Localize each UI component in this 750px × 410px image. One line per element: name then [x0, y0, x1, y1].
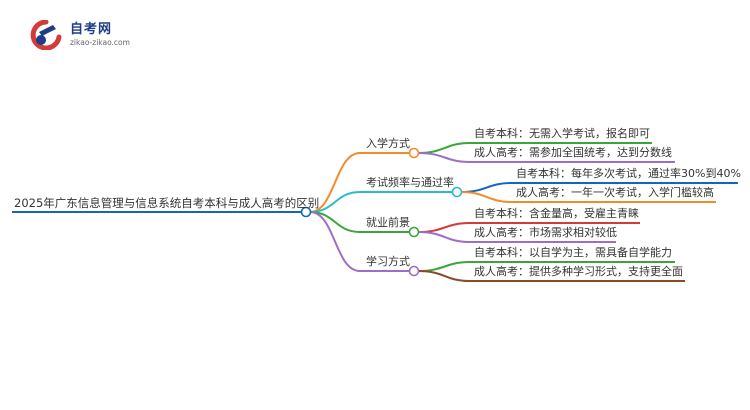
- leaf-connector-1-2: [417, 152, 471, 163]
- root-topic: 2025年广东信息管理与信息系统自考本科与成人高考的区别: [14, 196, 320, 210]
- branch-connector-2: [309, 191, 361, 213]
- leaf-label-1-2: 成人高考：需参加全国统考，达到分数线: [474, 146, 672, 159]
- leaf-connector-2-2: [460, 191, 513, 203]
- site-logo[interactable]: 自考网 zikao-zikao.com: [30, 14, 140, 54]
- branch-node-2: [451, 186, 463, 198]
- logo-title: 自考网: [70, 22, 113, 37]
- branch-node-1: [408, 147, 420, 159]
- branch-label-3: 就业前景: [366, 216, 410, 229]
- leaf-label-2-1: 自考本科：每年多次考试，通过率30%到40%: [516, 167, 741, 180]
- root-node: [300, 206, 312, 218]
- leaf-connector-3-2: [417, 231, 471, 243]
- logo-icon: [30, 20, 62, 50]
- branch-node-4: [408, 265, 420, 277]
- leaf-label-4-2: 成人高考：提供多种学习形式，支持更全面: [474, 265, 683, 278]
- leaf-label-2-2: 成人高考：一年一次考试，入学门槛较高: [516, 186, 714, 199]
- branch-label-2: 考试频率与通过率: [366, 176, 454, 189]
- leaf-label-1-1: 自考本科：无需入学考试，报名即可: [474, 127, 650, 140]
- leaf-connector-4-1: [417, 261, 471, 272]
- branch-connector-4: [309, 211, 361, 272]
- leaf-connector-2-1: [460, 182, 513, 193]
- leaf-label-4-1: 自考本科：以自学为主，需具备自学能力: [474, 246, 672, 259]
- logo-subtitle: zikao-zikao.com: [70, 38, 130, 47]
- leaf-connector-3-1: [417, 222, 471, 233]
- leaf-connector-1-1: [417, 142, 471, 154]
- branch-connector-1: [309, 152, 361, 213]
- leaf-label-3-2: 成人高考：市场需求相对较低: [474, 226, 617, 239]
- leaf-label-3-1: 自考本科：含金量高，受雇主青睐: [474, 207, 639, 220]
- branch-node-3: [408, 226, 420, 238]
- branch-label-4: 学习方式: [366, 255, 410, 268]
- leaf-connector-4-2: [417, 270, 471, 282]
- branch-label-1: 入学方式: [366, 137, 410, 150]
